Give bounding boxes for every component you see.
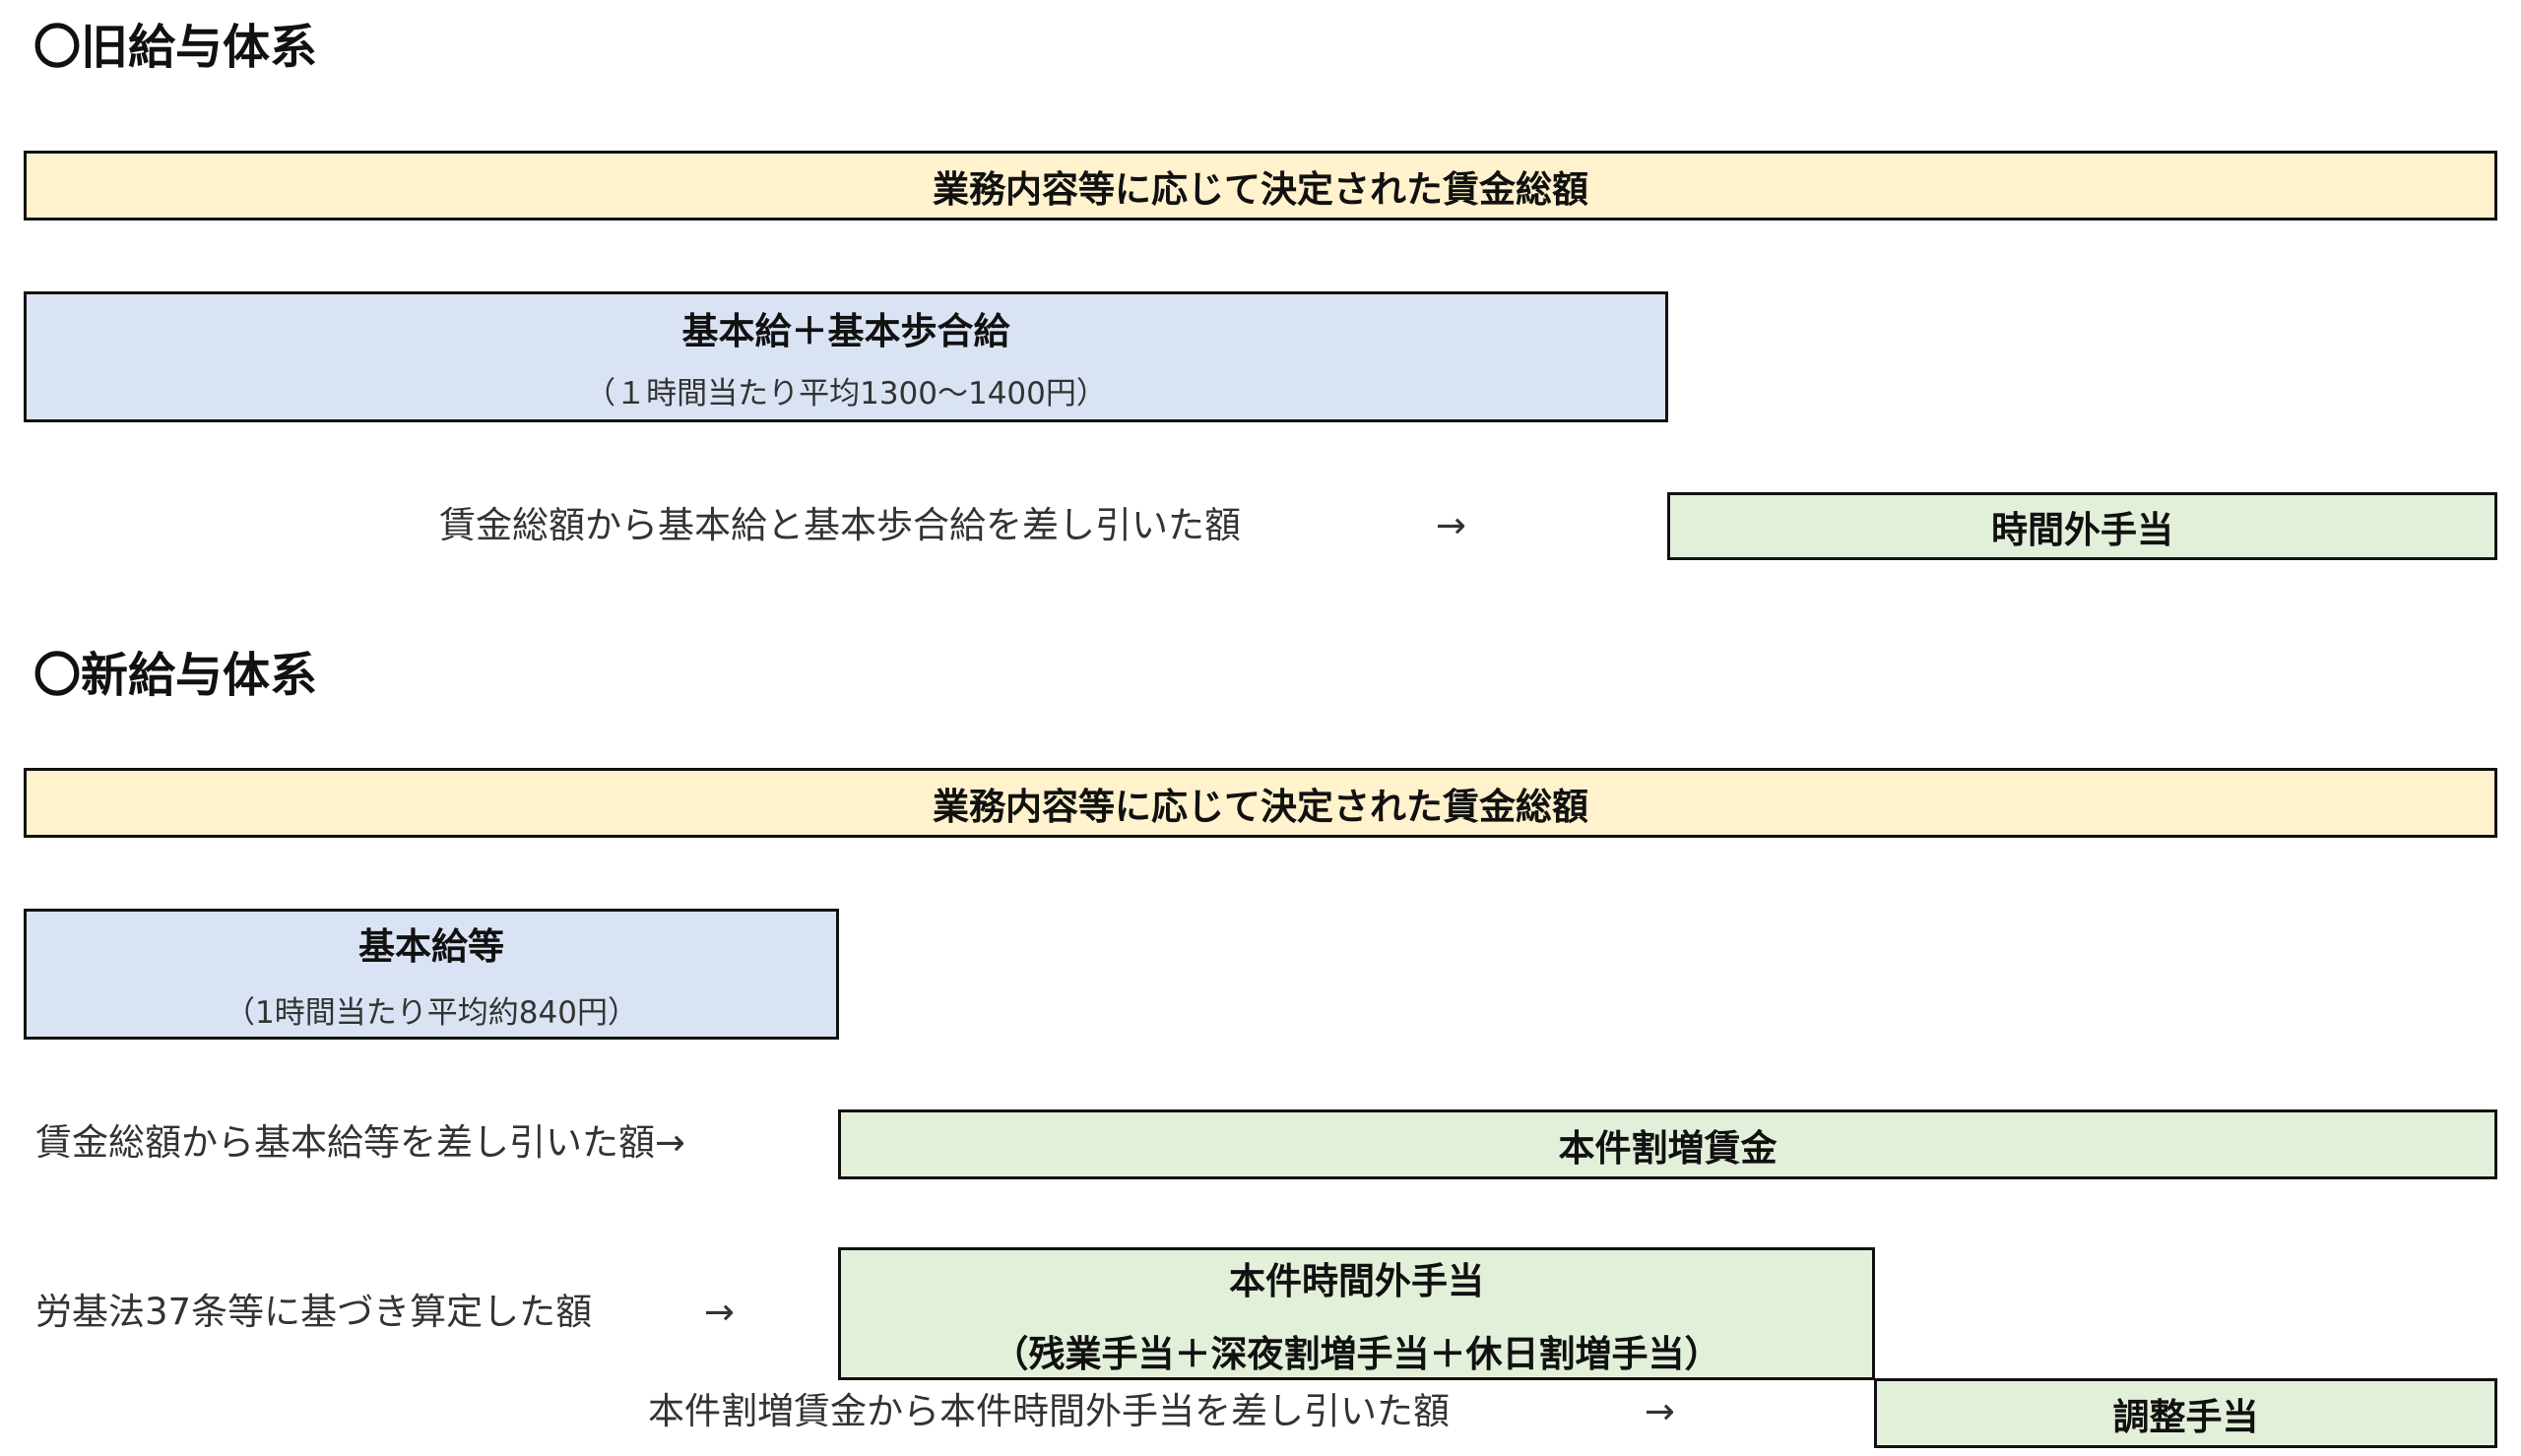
old-system-heading: 〇旧給与体系 xyxy=(33,20,318,75)
old-base-pay-subtitle: （１時間当たり平均1300〜1400円） xyxy=(585,376,1107,411)
new-base-pay-title: 基本給等 xyxy=(358,925,504,968)
premium-wage-label: 本件割増賃金 xyxy=(1558,1126,1778,1170)
law-arrow: → xyxy=(704,1291,736,1333)
old-diff-label: 賃金総額から基本給と基本歩合給を差し引いた額 xyxy=(439,504,1241,546)
new-base-pay-box: 基本給等 （1時間当たり平均約840円） xyxy=(24,909,839,1040)
new-overtime-subtitle: （残業手当＋深夜割増手当＋休日割増手当） xyxy=(992,1332,1721,1375)
old-overtime-box: 時間外手当 xyxy=(1667,492,2497,560)
adjustment-allowance-box: 調整手当 xyxy=(1874,1378,2497,1448)
old-total-wage-label: 業務内容等に応じて決定された賃金総額 xyxy=(933,167,1588,211)
adjustment-allowance-label: 調整手当 xyxy=(2112,1395,2259,1438)
premium-wage-box: 本件割増賃金 xyxy=(838,1109,2497,1179)
adjust-arrow: → xyxy=(1645,1390,1676,1432)
new-base-pay-subtitle: （1時間当たり平均約840円） xyxy=(225,995,638,1031)
old-total-wage-bar: 業務内容等に応じて決定された賃金総額 xyxy=(24,151,2497,221)
old-base-pay-title: 基本給＋基本歩合給 xyxy=(681,310,1010,352)
new-overtime-title: 本件時間外手当 xyxy=(1229,1259,1484,1302)
new-diff-label: 賃金総額から基本給等を差し引いた額→ xyxy=(35,1121,686,1164)
new-system-heading: 〇新給与体系 xyxy=(33,648,318,703)
old-base-pay-box: 基本給＋基本歩合給 （１時間当たり平均1300〜1400円） xyxy=(24,291,1668,422)
old-overtime-label: 時間外手当 xyxy=(1991,508,2173,551)
new-total-wage-bar: 業務内容等に応じて決定された賃金総額 xyxy=(24,768,2497,838)
old-arrow: → xyxy=(1436,504,1467,546)
law-label: 労基法37条等に基づき算定した額 xyxy=(35,1291,593,1333)
new-total-wage-label: 業務内容等に応じて決定された賃金総額 xyxy=(933,785,1588,828)
new-overtime-box: 本件時間外手当 （残業手当＋深夜割増手当＋休日割増手当） xyxy=(838,1247,1875,1380)
adjust-label: 本件割増賃金から本件時間外手当を差し引いた額 xyxy=(648,1390,1450,1432)
